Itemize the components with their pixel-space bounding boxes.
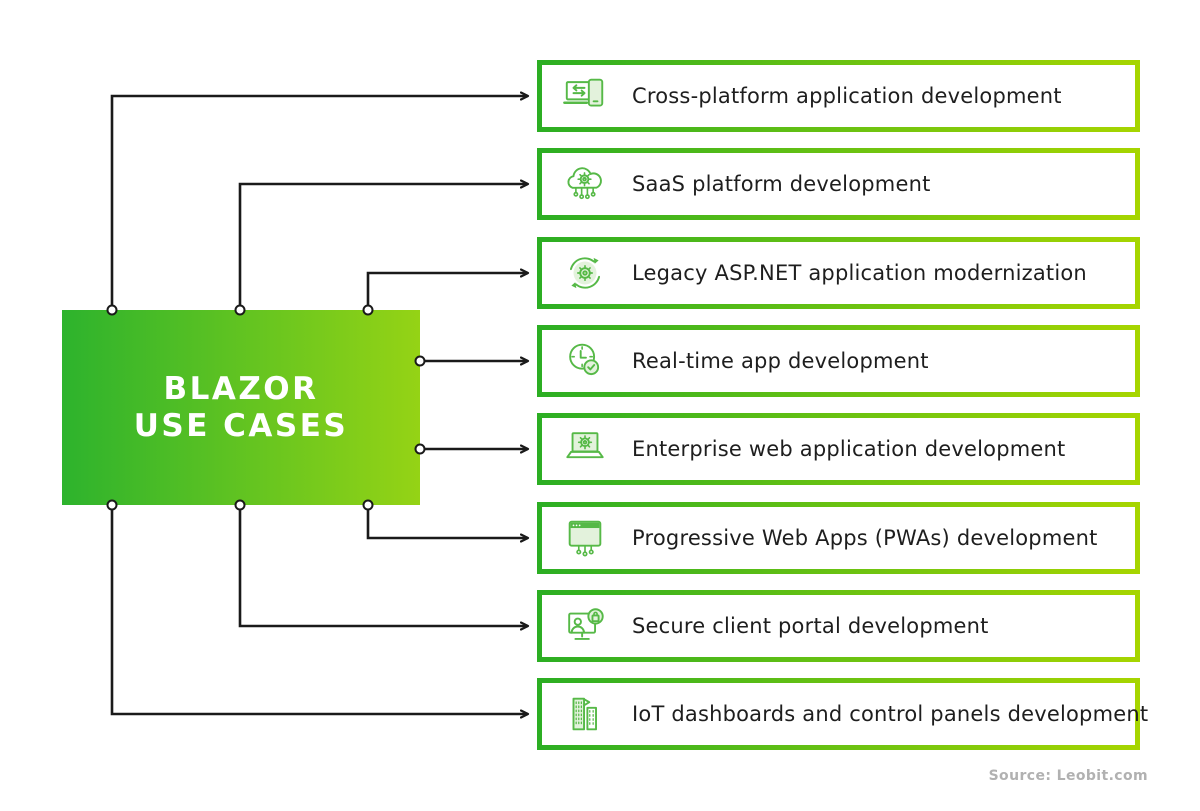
smart-buildings-icon bbox=[562, 691, 608, 737]
page-title-line-1: BLAZOR bbox=[163, 370, 319, 407]
usecase-label: Enterprise web application development bbox=[632, 437, 1066, 461]
usecase-box-cross-platform: Cross-platform application development bbox=[537, 60, 1140, 132]
usecase-label: IoT dashboards and control panels develo… bbox=[632, 702, 1149, 726]
usecase-box-saas: SaaS platform development bbox=[537, 148, 1140, 220]
laptop-gear-icon bbox=[562, 426, 608, 472]
usecase-label: Secure client portal development bbox=[632, 614, 989, 638]
usecase-box-real-time: Real-time app development bbox=[537, 325, 1140, 397]
clock-check-icon bbox=[562, 338, 608, 384]
connector-line bbox=[110, 96, 528, 310]
usecase-box-enterprise-web: Enterprise web application development bbox=[537, 413, 1140, 485]
connector-line bbox=[110, 505, 528, 714]
connector-line bbox=[238, 184, 528, 310]
usecase-label: Real-time app development bbox=[632, 349, 929, 373]
central-title-box: BLAZOR USE CASES bbox=[62, 310, 420, 505]
connector-line bbox=[366, 505, 528, 538]
gear-refresh-icon bbox=[562, 250, 608, 296]
browser-circuit-icon bbox=[562, 515, 608, 561]
monitor-user-lock-icon bbox=[562, 603, 608, 649]
usecase-box-legacy-modernization: Legacy ASP.NET application modernization bbox=[537, 237, 1140, 309]
source-attribution: Source: Leobit.com bbox=[988, 768, 1148, 784]
usecase-label: SaaS platform development bbox=[632, 172, 931, 196]
usecase-box-iot-dashboards: IoT dashboards and control panels develo… bbox=[537, 678, 1148, 750]
usecase-label: Progressive Web Apps (PWAs) development bbox=[632, 526, 1098, 550]
page-title-line-2: USE CASES bbox=[133, 407, 349, 444]
cross-platform-devices-icon bbox=[562, 73, 608, 119]
usecase-box-secure-portal: Secure client portal development bbox=[537, 590, 1140, 662]
usecase-box-pwa: Progressive Web Apps (PWAs) development bbox=[537, 502, 1140, 574]
connector-line bbox=[238, 505, 528, 626]
cloud-gear-icon bbox=[562, 161, 608, 207]
usecase-label: Cross-platform application development bbox=[632, 84, 1062, 108]
usecase-label: Legacy ASP.NET application modernization bbox=[632, 261, 1087, 285]
connector-line bbox=[366, 273, 528, 310]
